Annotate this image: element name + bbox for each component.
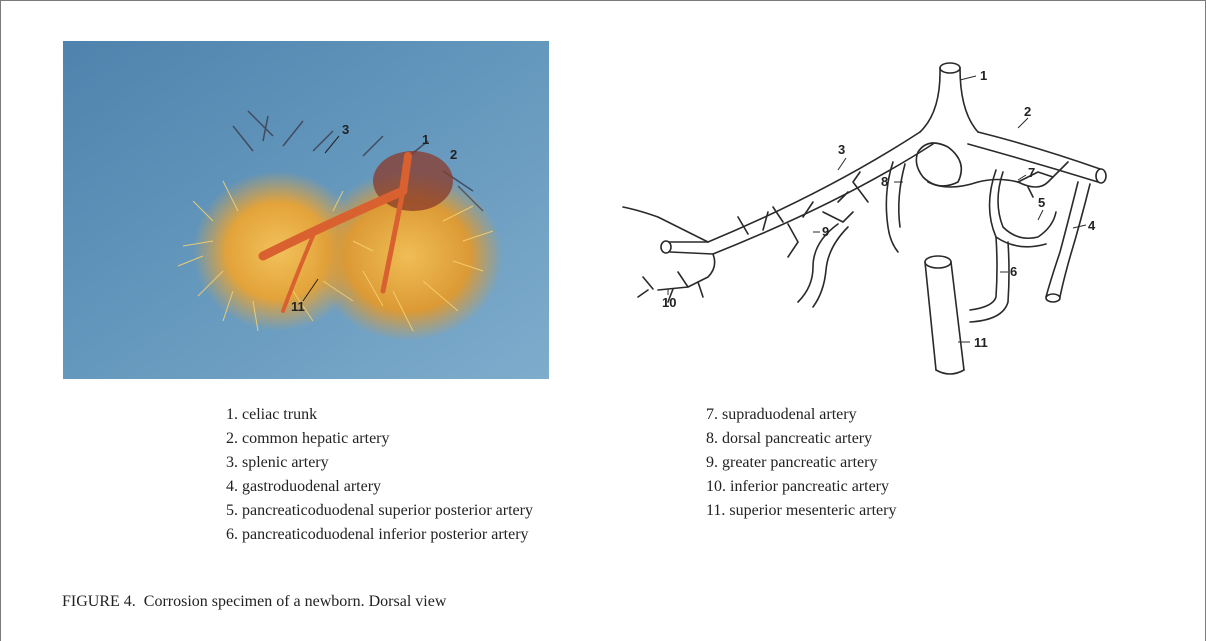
- legend-item: 9. greater pancreatic artery: [706, 451, 896, 475]
- figure-caption: FIGURE 4. Corrosion specimen of a newborn…: [62, 593, 446, 611]
- legend-item: 6. pancreaticoduodenal inferior posterio…: [226, 523, 533, 547]
- photo-label-2: 2: [450, 147, 457, 162]
- legend-item: 3. splenic artery: [226, 451, 533, 475]
- legend-right: 7. supraduodenal artery 8. dorsal pancre…: [706, 403, 896, 523]
- specimen-photo: 3 1 2 11: [63, 41, 549, 379]
- legend-item: 2. common hepatic artery: [226, 427, 533, 451]
- legend-left: 1. celiac trunk 2. common hepatic artery…: [226, 403, 533, 547]
- diagram-label-5: 5: [1038, 195, 1045, 210]
- diagram-label-10: 10: [662, 295, 676, 310]
- legend-item: 10. inferior pancreatic artery: [706, 475, 896, 499]
- photo-label-11: 11: [291, 299, 305, 314]
- photo-label-3: 3: [342, 122, 349, 137]
- diagram-label-6: 6: [1010, 264, 1017, 279]
- diagram-label-2: 2: [1024, 104, 1031, 119]
- diagram-label-11: 11: [974, 335, 988, 350]
- caption-text: Corrosion specimen of a newborn. Dorsal …: [144, 593, 447, 610]
- legend-item: 4. gastroduodenal artery: [226, 475, 533, 499]
- legend-item: 11. superior mesenteric artery: [706, 499, 896, 523]
- diagram-label-4: 4: [1088, 218, 1096, 233]
- legend-item: 8. dorsal pancreatic artery: [706, 427, 896, 451]
- diagram-label-8: 8: [881, 174, 888, 189]
- legend-item: 7. supraduodenal artery: [706, 403, 896, 427]
- diagram-label-7: 7: [1028, 165, 1035, 180]
- legend-item: 1. celiac trunk: [226, 403, 533, 427]
- diagram-label-1: 1: [980, 68, 987, 83]
- figure-number: FIGURE 4.: [62, 593, 136, 610]
- diagram-label-3: 3: [838, 142, 845, 157]
- photo-label-1: 1: [422, 132, 429, 147]
- legend-item: 5. pancreaticoduodenal superior posterio…: [226, 499, 533, 523]
- diagram-label-9: 9: [822, 224, 829, 239]
- artery-diagram: 1 2 3 4 5 6 7 8 9 10 11: [598, 52, 1118, 382]
